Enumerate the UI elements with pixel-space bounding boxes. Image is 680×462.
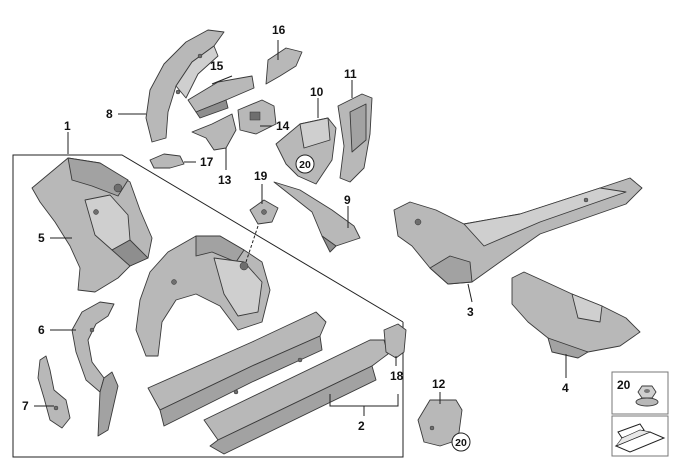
callout-2: 2 — [358, 419, 365, 433]
callout-6: 6 — [38, 323, 45, 337]
part-17-clip[interactable] — [149, 153, 185, 169]
part-19-bracket[interactable] — [249, 199, 279, 225]
callout-13: 13 — [218, 173, 232, 187]
part-8-upper-rail[interactable] — [145, 29, 225, 143]
callout-labels: 1 2 3 4 5 6 7 8 9 10 11 12 13 14 15 16 1… — [22, 23, 569, 433]
part-15-bracket[interactable] — [187, 75, 255, 119]
callout-11: 11 — [344, 67, 357, 81]
part-3-longitudinal[interactable] — [393, 177, 643, 285]
callout-14: 14 — [276, 119, 290, 133]
part-18-bracket[interactable] — [383, 323, 407, 359]
svg-text:20: 20 — [299, 159, 311, 171]
callout-17: 17 — [200, 155, 214, 169]
svg-text:20: 20 — [455, 437, 467, 449]
callout-1: 1 — [64, 119, 71, 133]
callout-18: 18 — [390, 369, 404, 383]
callout-7: 7 — [22, 399, 29, 413]
callout-9: 9 — [344, 193, 351, 207]
leader-lines — [34, 40, 567, 416]
callout-10: 10 — [310, 85, 324, 99]
part-10-shield[interactable] — [275, 117, 337, 185]
part-11-panel[interactable] — [337, 93, 373, 183]
callout-5: 5 — [38, 231, 45, 245]
callout-19: 19 — [254, 169, 268, 183]
part-6-arch-bracket[interactable] — [71, 301, 119, 437]
legend-number: 20 — [617, 378, 631, 392]
callout-12: 12 — [432, 377, 446, 391]
legend-panel: 20 — [611, 371, 669, 457]
part-16-bracket[interactable] — [265, 47, 303, 85]
part-14-frame[interactable] — [237, 99, 277, 135]
part-7-bracket[interactable] — [37, 355, 71, 429]
callout-8: 8 — [106, 107, 113, 121]
part-13-gusset[interactable] — [191, 113, 237, 151]
callout-15: 15 — [210, 59, 224, 73]
part-5-wheelhouse[interactable] — [31, 157, 153, 293]
arrow-icon — [614, 423, 666, 453]
ref-badge-upper: 20 — [295, 154, 315, 174]
assembly-outline — [12, 154, 404, 458]
front-structure-assembly[interactable] — [135, 235, 389, 455]
part-12-plate[interactable] — [417, 399, 463, 447]
callout-16: 16 — [272, 23, 286, 37]
part-9-brace[interactable] — [273, 181, 361, 253]
ref-badge-lower: 20 — [451, 432, 471, 452]
nut-icon — [635, 385, 659, 407]
callout-4: 4 — [562, 381, 569, 395]
part-4-mount[interactable] — [511, 271, 641, 359]
callout-3: 3 — [467, 305, 474, 319]
